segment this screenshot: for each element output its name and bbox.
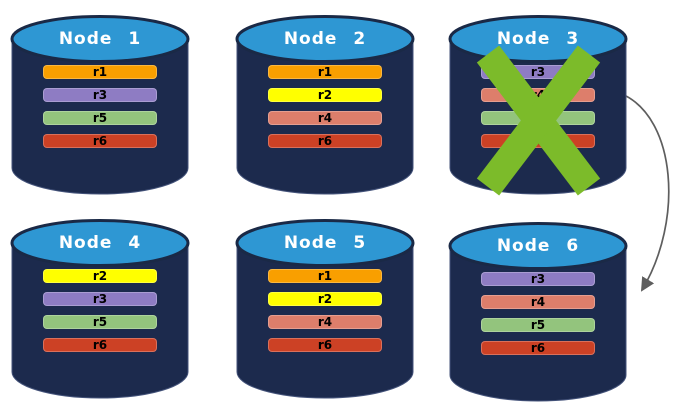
replica-label: r4 [317, 111, 333, 125]
replica-bar-r6: r6 [43, 134, 157, 148]
replica-label: r4 [530, 295, 546, 309]
node-title: Node 3 [496, 29, 580, 49]
replica-bar-r1: r1 [268, 65, 382, 79]
replica-bar-r2: r2 [268, 292, 382, 306]
replica-list: r3 r4 r5 r6 [481, 272, 595, 364]
replica-label: r5 [92, 111, 108, 125]
replica-label: r2 [317, 292, 333, 306]
node-4: Node 4 r2 r3 r5 r6 [10, 212, 190, 400]
replication-arrow-path [621, 93, 670, 292]
replica-bar-r6: r6 [481, 341, 595, 355]
replica-label: r5 [530, 318, 546, 332]
replica-bar-r3: r3 [43, 88, 157, 102]
replica-label: r6 [317, 338, 333, 352]
replica-bar-r6: r6 [268, 134, 382, 148]
replica-list: r1 r3 r5 r6 [43, 65, 157, 157]
replica-bar-r4: r4 [268, 111, 382, 125]
node-6: Node 6 r3 r4 r5 r6 [448, 215, 628, 402]
replica-label: r6 [530, 341, 546, 355]
replica-label: r5 [92, 315, 108, 329]
node-title: Node 5 [283, 233, 367, 253]
replica-label: r3 [530, 65, 546, 79]
replica-label: r2 [92, 269, 108, 283]
failure-cross-icon [476, 45, 601, 196]
replica-bar-r1: r1 [43, 65, 157, 79]
node-2: Node 2 r1 r2 r4 r6 [235, 8, 415, 196]
replica-label: r6 [92, 338, 108, 352]
replica-bar-r2: r2 [43, 269, 157, 283]
replica-bar-r4: r4 [268, 315, 382, 329]
node-5: Node 5 r1 r2 r4 r6 [235, 212, 415, 400]
replica-bar-r5: r5 [481, 318, 595, 332]
replica-bar-r4: r4 [481, 295, 595, 309]
replica-bar-r3: r3 [481, 272, 595, 286]
replica-bar-r5: r5 [43, 111, 157, 125]
replica-list: r1 r2 r4 r6 [268, 65, 382, 157]
replica-label: r4 [317, 315, 333, 329]
replica-bar-r3: r3 [43, 292, 157, 306]
replica-label: r3 [92, 88, 108, 102]
replica-label: r1 [317, 269, 333, 283]
node-title: Node 1 [58, 29, 142, 49]
replica-list: r1 r2 r4 r6 [268, 269, 382, 361]
node-title: Node 6 [496, 236, 580, 256]
replica-label: r6 [92, 134, 108, 148]
replica-label: r1 [317, 65, 333, 79]
replica-bar-r6: r6 [43, 338, 157, 352]
replica-label: r2 [317, 88, 333, 102]
replica-bar-r5: r5 [43, 315, 157, 329]
node-title: Node 2 [283, 29, 367, 49]
replica-bar-r1: r1 [268, 269, 382, 283]
replica-bar-r2: r2 [268, 88, 382, 102]
replica-label: r6 [317, 134, 333, 148]
replica-label: r1 [92, 65, 108, 79]
node-1: Node 1 r1 r3 r5 r6 [10, 8, 190, 196]
node-title: Node 4 [58, 233, 142, 253]
replica-list: r2 r3 r5 r6 [43, 269, 157, 361]
replica-label: r3 [530, 272, 546, 286]
replica-label: r3 [92, 292, 108, 306]
replica-bar-r6: r6 [268, 338, 382, 352]
